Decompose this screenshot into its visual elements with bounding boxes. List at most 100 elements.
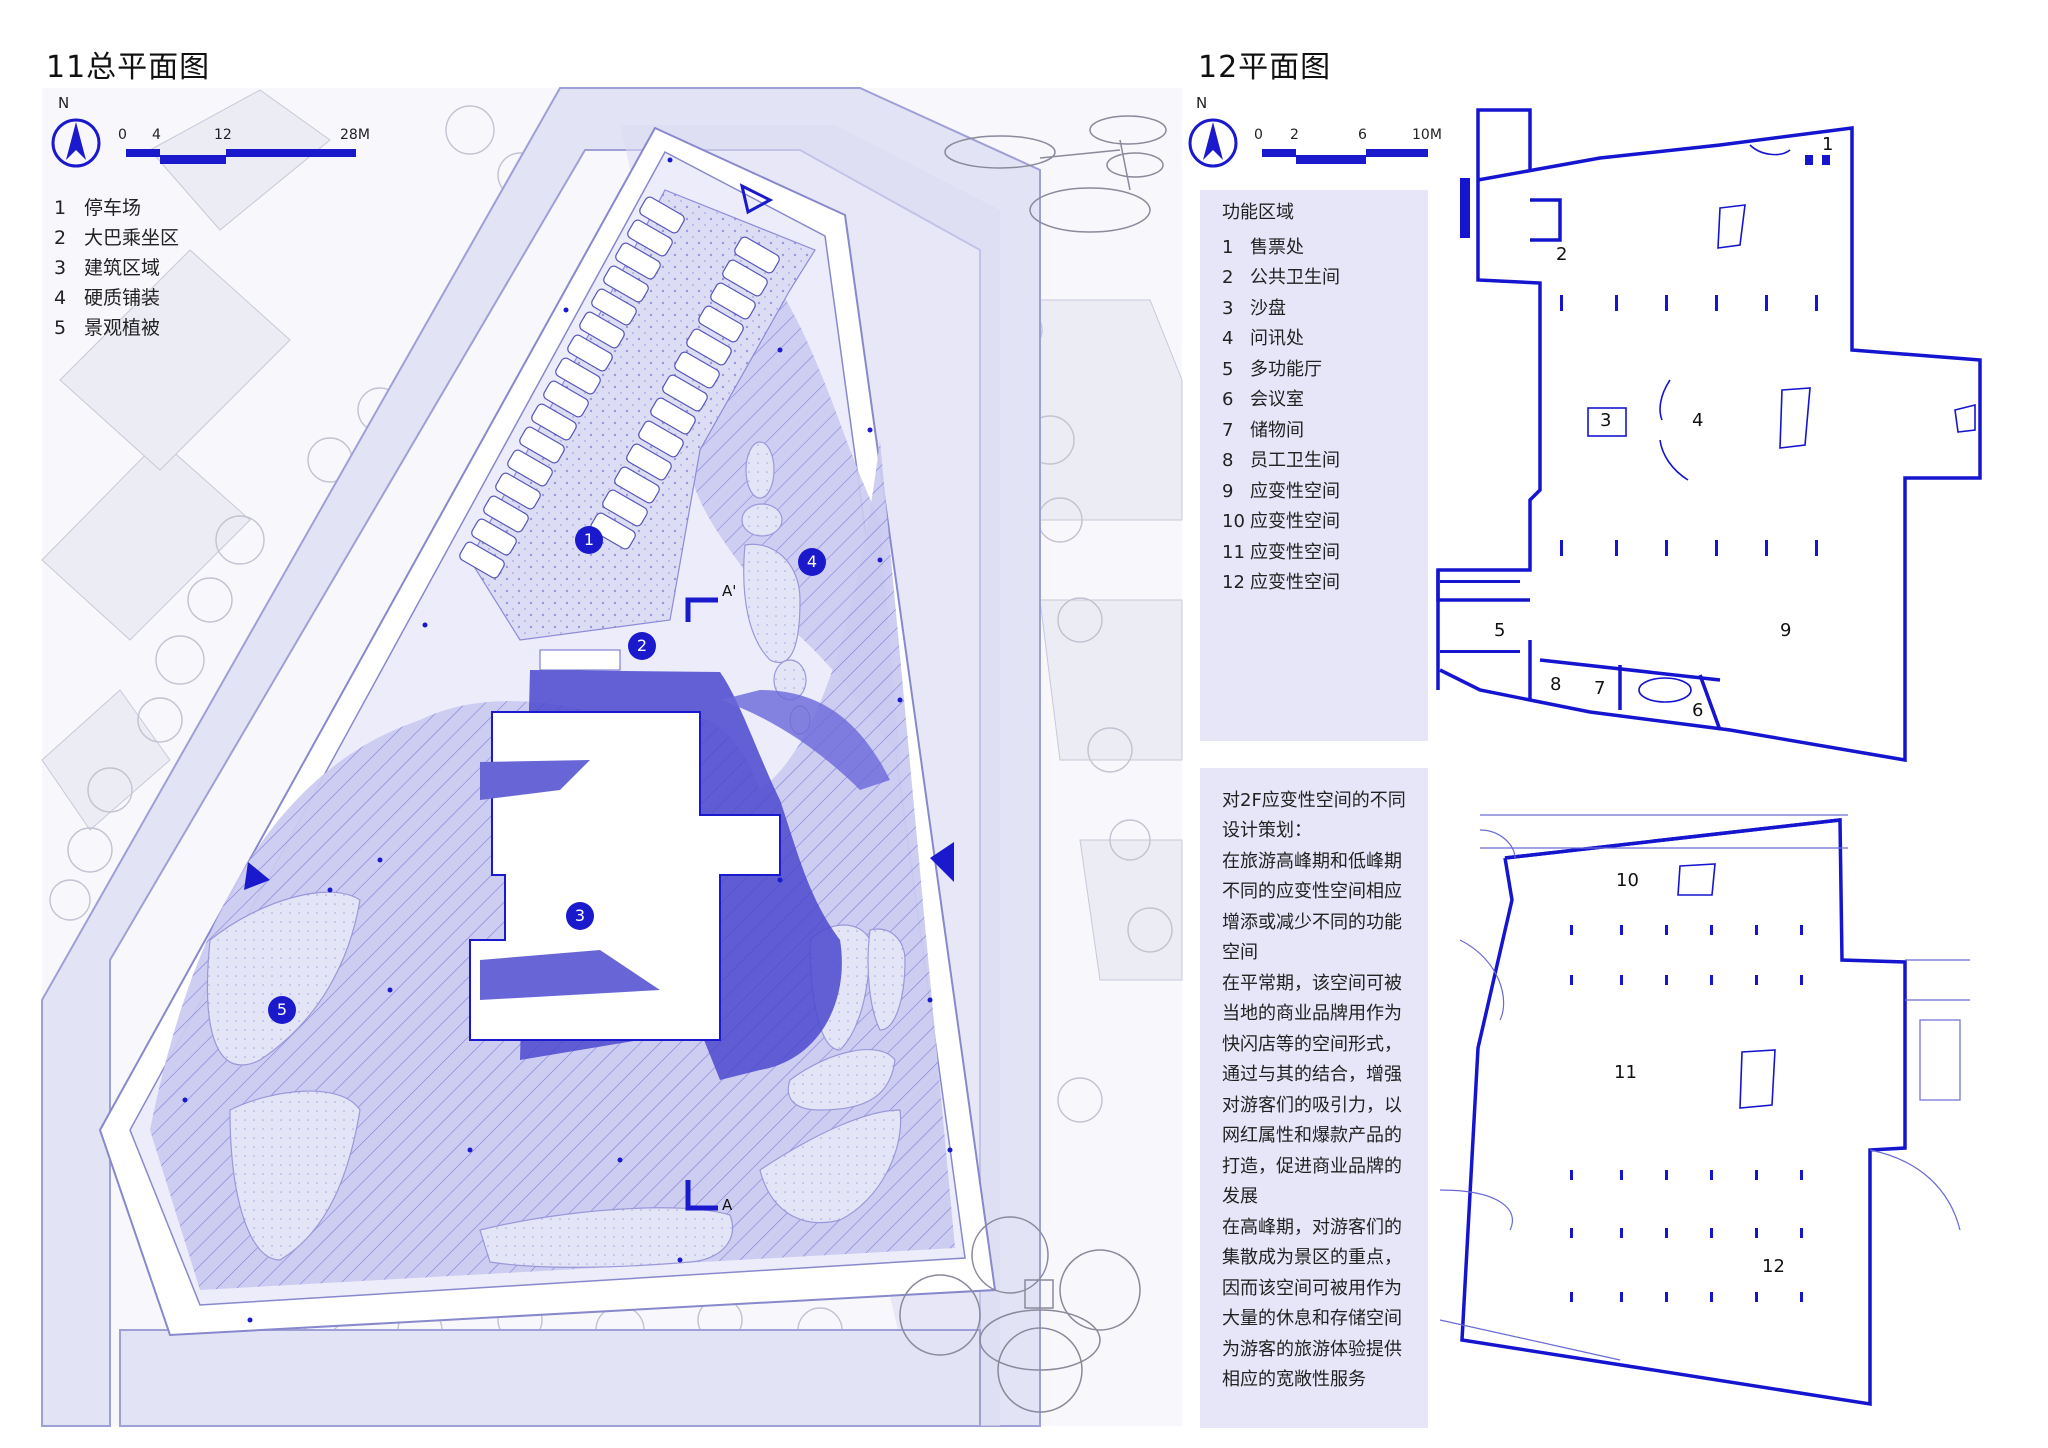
function-label: 会议室: [1250, 389, 1304, 410]
function-label: 问讯处: [1250, 328, 1304, 349]
room-label-7: 7: [1594, 678, 1606, 699]
site-scale-3: 28M: [340, 127, 370, 143]
function-item: 8 员工卫生间: [1222, 446, 1340, 472]
function-num: 3: [1222, 298, 1234, 319]
room-label-4: 4: [1692, 410, 1704, 431]
section-label-a: A: [722, 1196, 733, 1214]
legend-label: 建筑区域: [84, 257, 161, 279]
legend-label: 硬质铺装: [84, 287, 161, 309]
site-marker-2: 2: [628, 632, 656, 660]
site-scale-0: 0: [118, 127, 127, 143]
strategy-line: 增添或减少不同的功能: [1222, 912, 1402, 933]
function-label: 应变性空间: [1250, 542, 1340, 563]
strategy-line: 快闪店等的空间形式，: [1222, 1034, 1402, 1055]
drone-bottom: [899, 1216, 1141, 1413]
floor-plan-title: 12平面图: [1198, 50, 1332, 85]
legend-item: 2 大巴乘坐区: [54, 223, 179, 250]
north-label-floor: N: [1196, 94, 1208, 112]
function-label: 员工卫生间: [1250, 450, 1340, 471]
room-label-5: 5: [1494, 620, 1506, 641]
function-num: 9: [1222, 481, 1234, 502]
strategy-line: 大量的休息和存储空间: [1222, 1308, 1402, 1329]
strategy-line: 为游客的旅游体验提供: [1222, 1339, 1402, 1360]
room-label-2: 2: [1556, 244, 1568, 265]
floor-plan-1f-furniture: [1587, 144, 1976, 703]
room-label-10: 10: [1616, 870, 1639, 891]
drone-top: [944, 115, 1167, 233]
strategy-line: 不同的应变性空间相应: [1222, 881, 1402, 902]
site-scale-2: 12: [214, 127, 232, 143]
floor-plan-1f: [1436, 108, 1982, 763]
strategy-panel: [1200, 768, 1428, 1428]
function-label: 应变性空间: [1250, 572, 1340, 593]
function-label: 储物间: [1250, 420, 1304, 441]
function-panel: [1200, 190, 1428, 741]
building-footprint: [469, 649, 890, 1080]
north-label-site: N: [58, 94, 70, 112]
function-item: 3 沙盘: [1222, 294, 1286, 320]
strategy-line: 打造，促进商业品牌的: [1222, 1156, 1402, 1177]
function-label: 应变性空间: [1250, 481, 1340, 502]
site-dots: [182, 157, 953, 1323]
section-cuts: [685, 597, 718, 1211]
legend-num: 1: [54, 197, 67, 219]
floor-plan-1f-details: [1440, 155, 1830, 653]
room-label-1: 1: [1822, 134, 1834, 155]
strategy-line: 当地的商业品牌用作为: [1222, 1003, 1402, 1024]
function-label: 多功能厅: [1250, 359, 1322, 380]
function-label: 售票处: [1250, 237, 1304, 258]
function-num: 11: [1222, 542, 1245, 563]
strategy-line: 对2F应变性空间的不同: [1222, 790, 1406, 811]
function-num: 10: [1222, 511, 1245, 532]
north-arrow-site-icon: [51, 118, 101, 168]
function-label: 沙盘: [1250, 298, 1286, 319]
scale-bar-floor: [1262, 149, 1428, 164]
room-label-3: 3: [1600, 410, 1612, 431]
strategy-line: 在平常期，该空间可被: [1222, 973, 1402, 994]
strategy-line: 发展: [1222, 1186, 1258, 1207]
function-item: 5 多功能厅: [1222, 355, 1322, 381]
function-num: 5: [1222, 359, 1234, 380]
floor-scale-0: 0: [1254, 127, 1263, 143]
floor-plan-2f-details: [1570, 925, 1803, 1302]
parking-stalls: [459, 196, 780, 579]
function-num: 6: [1222, 389, 1234, 410]
strategy-line: 在旅游高峰期和低峰期: [1222, 851, 1402, 872]
floor-plan-2f-furniture: [1677, 863, 1776, 1109]
function-num: 2: [1222, 267, 1234, 288]
strategy-line: 在高峰期，对游客们的: [1222, 1217, 1402, 1238]
function-panel-title: 功能区域: [1222, 202, 1294, 223]
site-marker-5: 5: [268, 996, 296, 1024]
floor-scale-1: 2: [1290, 127, 1299, 143]
legend-label: 大巴乘坐区: [84, 227, 180, 249]
strategy-line: 对游客们的吸引力，以: [1222, 1095, 1402, 1116]
room-label-11: 11: [1614, 1062, 1637, 1083]
function-item: 6 会议室: [1222, 385, 1304, 411]
strategy-line: 设计策划：: [1222, 820, 1312, 841]
site-marker-4: 4: [798, 548, 826, 576]
legend-num: 3: [54, 257, 67, 279]
function-num: 7: [1222, 420, 1234, 441]
strategy-line: 相应的宽敞性服务: [1222, 1369, 1366, 1390]
strategy-line: 集散成为景区的重点，: [1222, 1247, 1402, 1268]
floor-scale-3: 10M: [1412, 127, 1442, 143]
strategy-line: 网红属性和爆款产品的: [1222, 1125, 1402, 1146]
function-label: 应变性空间: [1250, 511, 1340, 532]
legend-num: 2: [54, 227, 67, 249]
site-plan-title: 11总平面图: [46, 50, 211, 85]
function-num: 8: [1222, 450, 1234, 471]
room-label-8: 8: [1550, 674, 1562, 695]
room-label-9: 9: [1780, 620, 1792, 641]
north-arrow-floor-icon: [1188, 118, 1238, 168]
strategy-line: 空间: [1222, 942, 1258, 963]
